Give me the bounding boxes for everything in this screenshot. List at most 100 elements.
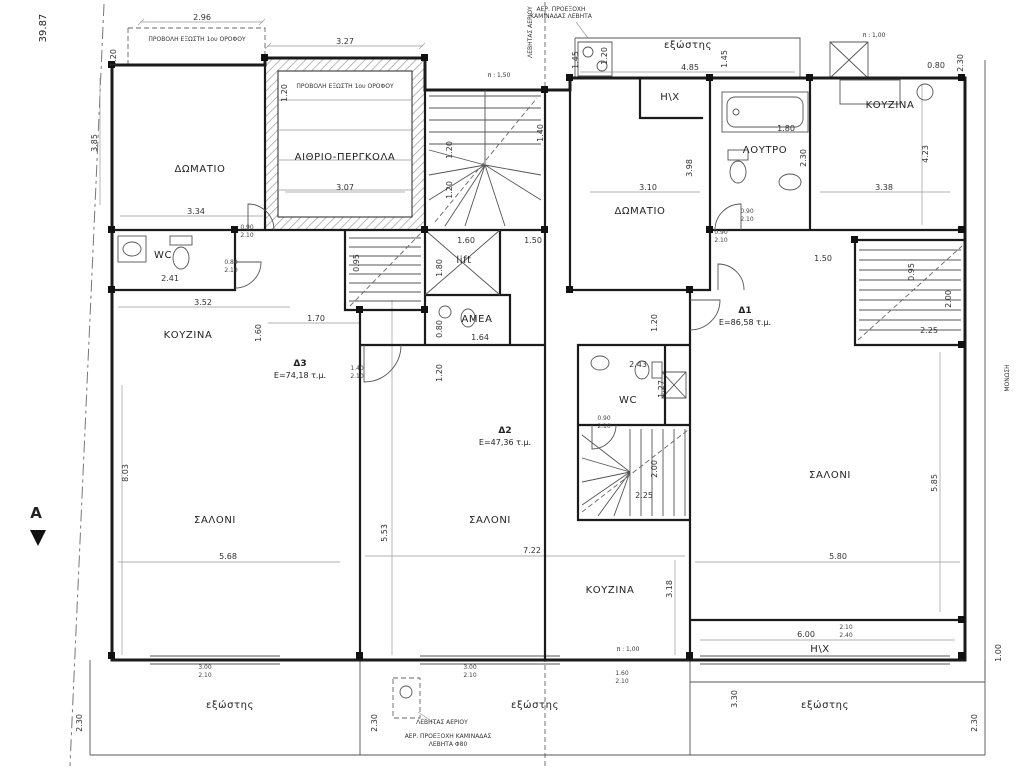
room-label-hx-top: H\X [660, 92, 680, 103]
parapet-150-label: π : 1,50 [488, 72, 511, 79]
insulation-label: ΜΟΝΩΣΗ [1004, 364, 1011, 391]
door-dim-label: 3.00 [463, 664, 477, 671]
elevation-label: 39.87 [38, 14, 49, 43]
dim-label: 1.27 [657, 380, 666, 398]
dim-label: 3.30 [730, 690, 739, 708]
dim-label: 1.20 [109, 49, 118, 67]
room-label-hx-bottom: H\X [810, 644, 830, 655]
room-label-kitchen-left: ΚΟΥΖΙΝΑ [164, 330, 213, 341]
dimension-labels: 2.96 3.27 1.20 3.85 3.34 3.07 1.20 1.20 … [75, 13, 1003, 732]
dim-label: 4.23 [921, 145, 930, 163]
dim-label: 0.80 [435, 320, 444, 338]
apartment-d2-area: E=47,36 τ.μ. [479, 438, 531, 447]
annotation-labels: 39.87 ΜΟΝΩΣΗ ΠΡΟΒΟΛΗ ΕΞΩΣΤΗ 1ου ΟΡΟΦΟΥ Π… [38, 6, 1011, 748]
dim-label: 1.20 [600, 47, 609, 65]
dim-label: 5.85 [930, 474, 939, 492]
room-label-lift: lift [456, 255, 471, 266]
dim-label: 6.00 [797, 630, 815, 639]
dim-label: 2.43 [629, 360, 647, 369]
dim-label: 3.34 [187, 207, 205, 216]
thin-lines-layer [89, 18, 986, 756]
dim-label: 0.95 [352, 254, 361, 272]
gas-boiler-bottom-label: ΛΕΒΗΤΑΣ ΑΕΡΙΟΥ [416, 719, 468, 726]
dim-label: 2.00 [944, 290, 953, 308]
door-dim-label: 2.10 [615, 678, 629, 685]
dimension-lines [99, 18, 960, 655]
stair-small-left [349, 232, 422, 307]
door-dim-label: 2.10 [350, 373, 364, 380]
door-dim-label: 0.80 [224, 259, 238, 266]
room-label-living-left: ΣΑΛΟΝΙ [194, 515, 236, 526]
dim-label: 1.20 [445, 181, 454, 199]
apartment-d1-area: E=86,58 τ.μ. [719, 318, 771, 327]
chimney-bottom-note-2: ΛΕΒΗΤΑ Φ80 [429, 741, 468, 748]
door-dim-label: 2.10 [597, 423, 611, 430]
room-label-living-right: ΣΑΛΟΝΙ [809, 470, 851, 481]
room-labels: ΔΩΜΑΤΙΟ ΑΙΘΡΙΟ-ΠΕΡΓΚΟΛΑ ΔΩΜΑΤΙΟ ΛΟΥΤΡΟ Κ… [154, 39, 914, 711]
stair-right [857, 245, 963, 341]
room-label-living-middle: ΣΑΛΟΝΙ [469, 515, 511, 526]
door-dim-label: 2.10 [714, 237, 728, 244]
dim-label: 2.30 [799, 149, 808, 167]
dim-label: 1.20 [435, 364, 444, 382]
dim-label: 0.80 [927, 61, 945, 70]
dim-label: 3.38 [875, 183, 893, 192]
dim-label: 1.45 [720, 50, 729, 68]
parapet-100-bottom-label: π : 1,00 [617, 646, 640, 653]
door-dim-label: 0.90 [240, 224, 254, 231]
dim-label: 3.27 [336, 37, 354, 46]
dim-label: 2.00 [650, 460, 659, 478]
room-label-wc-middle: WC [619, 395, 637, 406]
dim-label: 3.98 [685, 159, 694, 177]
projection-note-1: ΠΡΟΒΟΛΗ ΕΞΩΣΤΗ 1ου ΟΡΟΦΟΥ [148, 36, 246, 43]
dim-label: 1.70 [307, 314, 325, 323]
dim-label: 2.30 [970, 714, 979, 732]
door-dim-label: 3.00 [198, 664, 212, 671]
apartment-d3-area: E=74,18 τ.μ. [274, 371, 326, 380]
dim-label: 1.40 [536, 124, 545, 142]
dim-label: 2.96 [193, 13, 211, 22]
dim-label: 5.53 [380, 524, 389, 542]
dim-label: 1.45 [571, 51, 580, 69]
dim-label: 1.80 [435, 259, 444, 277]
room-label-atrium-pergola: ΑΙΘΡΙΟ-ΠΕΡΓΚΟΛΑ [295, 152, 396, 163]
wc-middle-fixtures [590, 355, 663, 380]
doors [234, 203, 745, 450]
dim-label: 1.60 [457, 236, 475, 245]
room-label-balcony-bottom-right: εξώστης [801, 699, 849, 711]
dim-label: 3.07 [336, 183, 354, 192]
dim-label: 7.22 [523, 546, 541, 555]
dim-label: 3.85 [90, 134, 99, 152]
room-label-wc-left: WC [154, 250, 172, 261]
parapet-100-top-label: π : 1,00 [863, 32, 886, 39]
door-dim-label: 2.10 [198, 672, 212, 679]
dim-label: 1.20 [280, 84, 289, 102]
apartment-d2-name: Δ2 [498, 426, 511, 436]
projection-note-2: ΠΡΟΒΟΛΗ ΕΞΩΣΤΗ 1ου ΟΡΟΦΟΥ [296, 83, 394, 90]
dim-label: 2.30 [75, 714, 84, 732]
bathroom-fixtures [721, 91, 809, 191]
room-label-kitchen-bottom: ΚΟΥΖΙΝΑ [586, 585, 635, 596]
dim-label: 2.25 [920, 326, 938, 335]
room-label-kitchen-top-right: ΚΟΥΖΙΝΑ [866, 100, 915, 111]
stair-middle [581, 429, 689, 517]
dim-label: 0.95 [907, 263, 916, 281]
dim-label: 1.50 [524, 236, 542, 245]
door-dim-label: 0.90 [740, 208, 754, 215]
door-dim-label: 1.40 [350, 365, 364, 372]
door-dim-label: 2.10 [839, 624, 853, 631]
room-label-balcony-top-right: εξώστης [664, 39, 712, 51]
kitchen-top-right-fixtures [839, 79, 934, 105]
dim-label: 4.85 [681, 63, 699, 72]
dim-label: 2.25 [635, 491, 653, 500]
apartment-d3-name: Δ3 [293, 359, 306, 369]
chimney-bottom-note-1: ΑΕΡ. ΠΡΟΕΞΟΧΗ ΚΑΜΙΝΑΔΑΣ [405, 733, 492, 740]
door-dim-label: 0.90 [714, 229, 728, 236]
door-dim-label: 2.10 [240, 232, 254, 239]
dim-label: 1.20 [445, 141, 454, 159]
door-dim-label: 2.10 [224, 267, 238, 274]
amea-fixtures [438, 305, 476, 328]
dim-label: 1.64 [471, 333, 489, 342]
gas-boiler-top-label: ΛΕΒΗΤΑΣ ΑΕΡΙΟΥ [527, 6, 534, 58]
